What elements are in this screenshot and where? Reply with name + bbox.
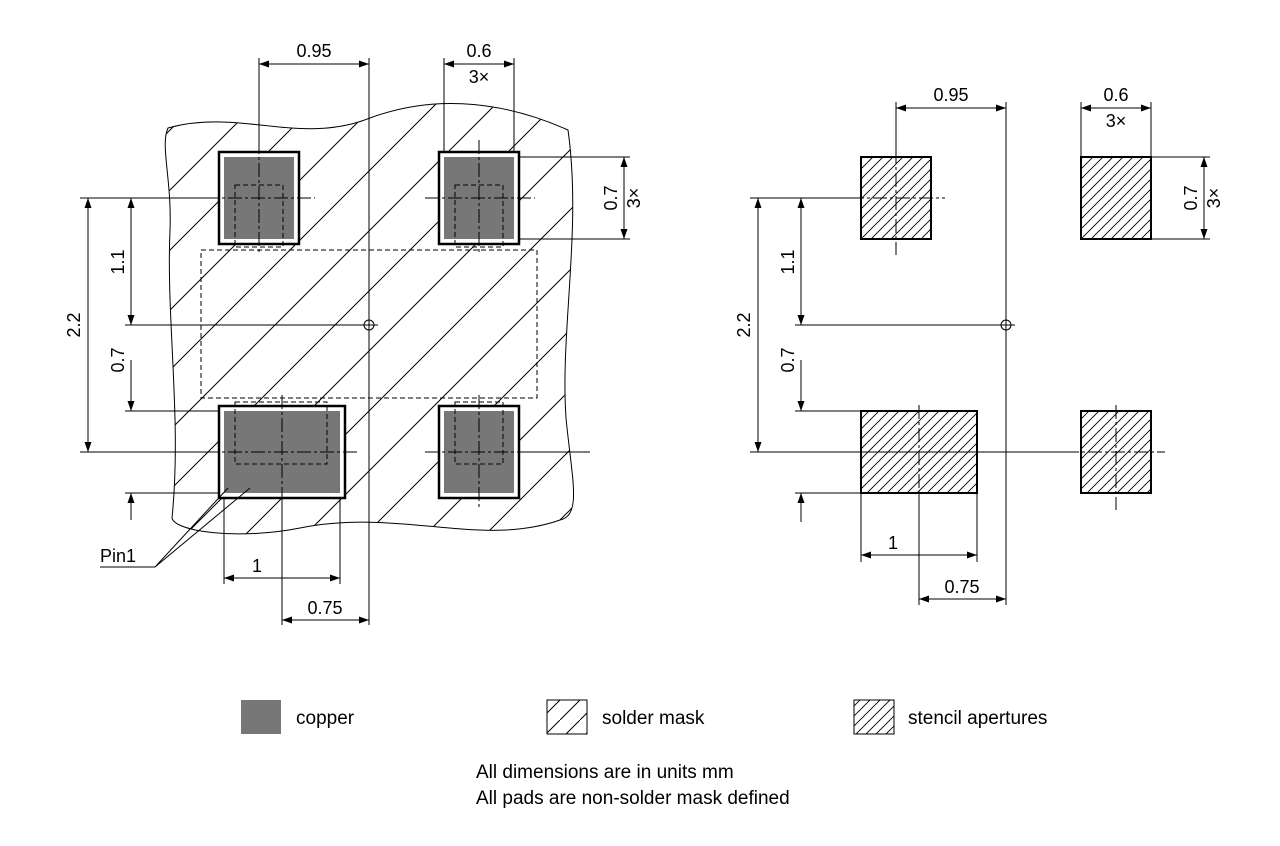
extension-lines [80,58,630,625]
legend-stencil-label: stencil apertures [908,708,1047,729]
stencil-dim-pad-width: 0.6 [1103,85,1128,105]
legend: copper solder mask stencil apertures [241,699,1047,735]
stencil-dim-pin1-offset: 0.75 [944,577,979,597]
dim-pin1-offset: 0.75 [307,598,342,618]
stencil-dim-row-pitch: 2.2 [734,312,754,337]
dim-pin1-width: 1 [252,556,262,576]
legend-solder-mask-swatch [546,699,588,735]
pin1-label: Pin1 [100,546,136,566]
legend-copper-label: copper [296,708,355,729]
dim-pad-width-qty: 3× [469,67,490,87]
dim-pin1-height: 0.7 [108,347,128,372]
stencil-dimension-lines [754,104,1208,603]
stencil-extension-lines [750,102,1210,605]
note-units: All dimensions are in units mm [476,762,734,783]
legend-solder-mask-label: solder mask [602,708,705,729]
stencil-dim-upper-offset: 1.1 [778,249,798,274]
dim-pad-height: 0.7 [601,185,621,210]
dim-pad-height-qty: 3× [624,188,644,209]
stencil-dim-pad-pitch-x: 0.95 [933,85,968,105]
stencil-view: 0.95 0.6 3× 0.7 3× 2.2 1.1 0.7 1 0.75 [734,85,1224,605]
dim-row-pitch: 2.2 [64,312,84,337]
legend-stencil-swatch [853,699,895,735]
stencil-dim-pad-height: 0.7 [1181,185,1201,210]
stencil-dim-pad-height-qty: 3× [1204,188,1224,209]
dimension-lines [84,60,628,624]
dim-upper-offset: 1.1 [108,249,128,274]
stencil-dim-pad-width-qty: 3× [1106,111,1127,131]
footprint-view: 0.95 0.6 3× 0.7 3× 2.2 1.1 0.7 1 0.75 Pi… [64,41,644,625]
note-pads: All pads are non-solder mask defined [476,788,790,809]
dim-pad-width: 0.6 [466,41,491,61]
stencil-dim-pin1-width: 1 [888,533,898,553]
stencil-center-lines [850,150,1165,510]
stencil-dim-pin1-height: 0.7 [778,347,798,372]
dim-pad-pitch-x: 0.95 [296,41,331,61]
legend-copper-swatch [241,700,281,734]
stencil-aperture-top-right [1080,156,1152,240]
